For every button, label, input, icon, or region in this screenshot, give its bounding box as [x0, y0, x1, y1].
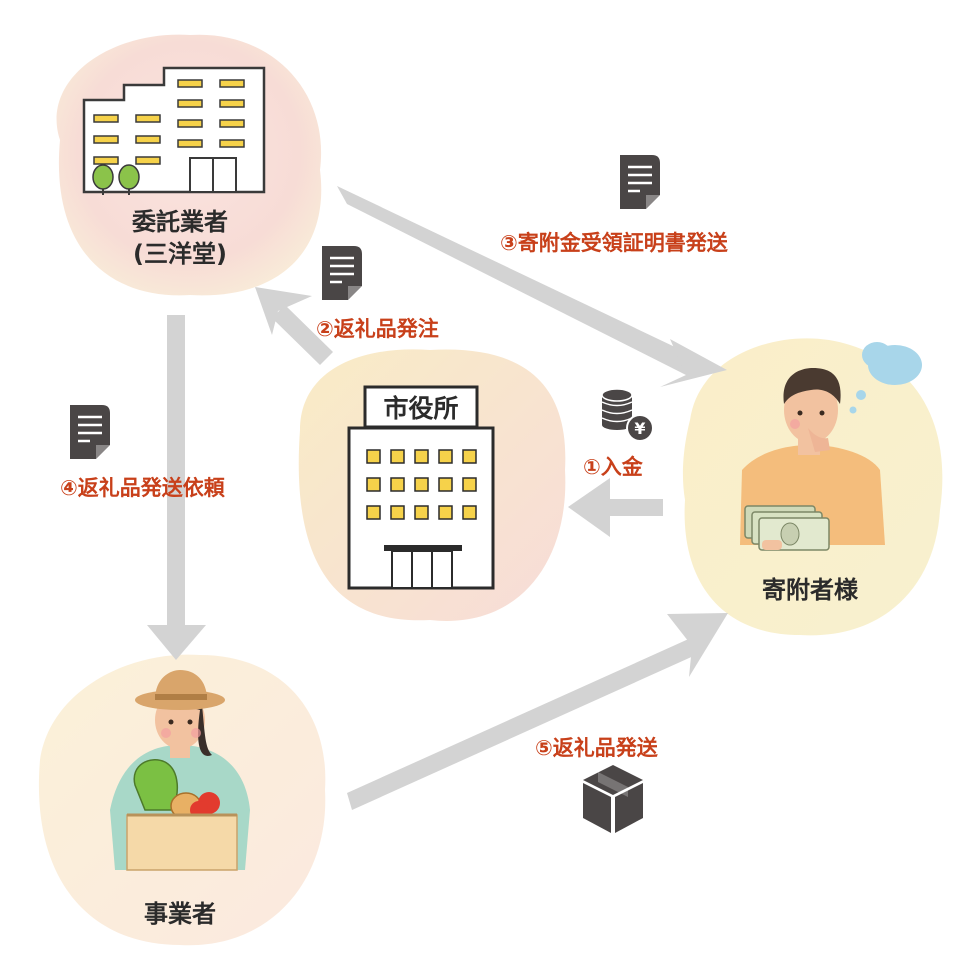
arrow-step5 [347, 613, 728, 810]
city-hall-sign: 市役所 [383, 394, 458, 423]
step3-label: ③寄附金受領証明書発送 [500, 231, 728, 255]
donor-person-icon [740, 342, 922, 551]
business-label: 事業者 [144, 900, 216, 928]
contractor-company: (三洋堂) [133, 240, 227, 268]
donor-label: 寄附者様 [762, 576, 858, 604]
step1-label: ①入金 [583, 455, 643, 479]
cash-bundle-icon [744, 505, 830, 551]
step4-label: ④返礼品発送依頼 [60, 476, 225, 500]
cardboard-box-icon [583, 765, 643, 833]
svg-text:¥: ¥ [634, 419, 645, 438]
step2-label: ②返礼品発注 [316, 317, 439, 341]
step5-label: ⑤返礼品発送 [535, 736, 658, 760]
document-icon-step2 [322, 246, 362, 300]
vegetable-basket-icon [126, 759, 238, 871]
arrow-step1 [568, 478, 663, 537]
contractor-name: 委託業者 [132, 208, 228, 236]
arrow-step2 [255, 287, 333, 365]
coins-yen-icon: ¥ [601, 388, 654, 442]
city-hall-building-icon [347, 385, 495, 590]
thought-bubble-icon [849, 342, 922, 414]
arrow-step4 [147, 315, 206, 660]
tree-icon [92, 164, 140, 195]
arrow-step3 [337, 186, 727, 387]
office-building-icon [82, 66, 266, 195]
farmer-person-icon [110, 670, 250, 871]
document-icon-step3 [620, 155, 660, 209]
contractor-label: 委託業者 (三洋堂) [100, 206, 260, 270]
document-icon-step4 [70, 405, 110, 459]
